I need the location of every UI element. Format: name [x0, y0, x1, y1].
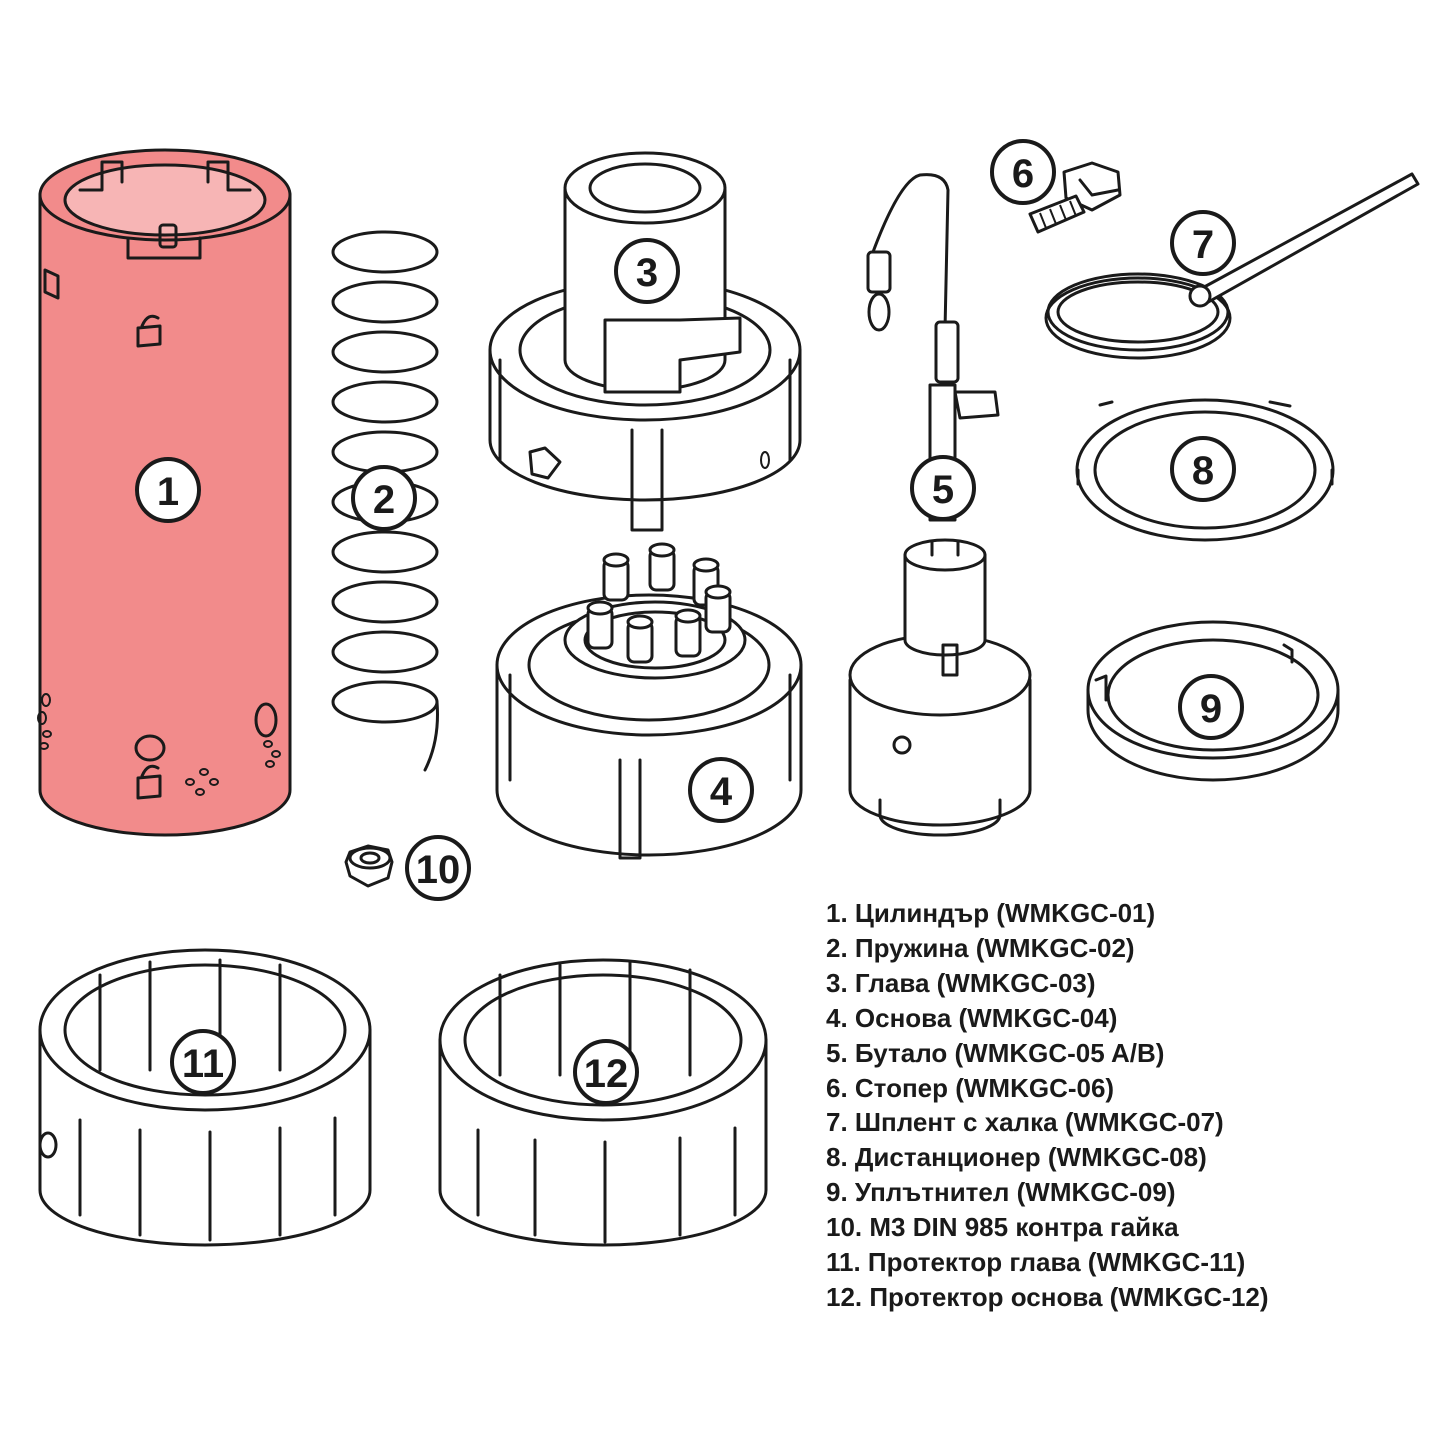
svg-text:1: 1: [157, 470, 179, 514]
parts-legend: 1. Цилиндър (WMKGC-01) 2. Пружина (WMKGC…: [826, 896, 1269, 1315]
svg-text:10: 10: [416, 848, 461, 892]
svg-text:9: 9: [1200, 687, 1222, 731]
badge-8: 8: [1170, 436, 1236, 502]
legend-item: 12. Протектор основа (WMKGC-12): [826, 1281, 1269, 1312]
badge-12: 12: [573, 1039, 639, 1105]
legend-item: 1. Цилиндър (WMKGC-01): [826, 898, 1156, 928]
svg-text:6: 6: [1012, 152, 1034, 196]
part-cotter-pin: [1044, 172, 1420, 360]
svg-text:5: 5: [932, 468, 954, 512]
badge-11: 11: [170, 1029, 236, 1095]
legend-item: 11. Протектор глава (WMKGC-11): [826, 1247, 1246, 1278]
legend-item: 9. Уплътнител (WMKGC-09): [826, 1177, 1176, 1208]
part-base: [495, 542, 803, 860]
badge-10: 10: [405, 835, 471, 901]
legend-item: 4. Основа (WMKGC-04): [826, 1002, 1118, 1033]
svg-text:8: 8: [1192, 449, 1214, 493]
legend-item: 7. Шплент с халка (WMKGC-07): [826, 1107, 1224, 1138]
part-stopper: [1028, 161, 1122, 234]
svg-text:7: 7: [1192, 223, 1214, 267]
badge-3: 3: [614, 238, 680, 304]
badge-1: 1: [135, 457, 201, 523]
part-base-protector: [438, 958, 768, 1247]
legend-item: 8. Дистанционер (WMKGC-08): [826, 1142, 1207, 1173]
badge-6: 6: [990, 139, 1056, 205]
part-head: [488, 151, 802, 532]
svg-text:11: 11: [182, 1042, 224, 1086]
badge-7: 7: [1170, 210, 1236, 276]
badge-5: 5: [910, 455, 976, 521]
svg-text:4: 4: [710, 770, 733, 814]
svg-text:3: 3: [636, 251, 658, 295]
svg-text:12: 12: [584, 1052, 629, 1096]
legend-item: 10. M3 DIN 985 контра гайка: [826, 1212, 1179, 1243]
legend-item: 5. Бутало (WMKGC-05 A/B): [826, 1037, 1165, 1068]
badge-2: 2: [351, 465, 417, 531]
part-lock-nut: [344, 844, 394, 888]
part-head-protector: [38, 948, 372, 1247]
legend-item: 3. Глава (WMKGC-03): [826, 967, 1096, 998]
part-spring: [331, 230, 439, 772]
legend-item: 6. Стопер (WMKGC-06): [826, 1072, 1115, 1103]
badge-4: 4: [688, 757, 754, 823]
badge-9: 9: [1178, 674, 1244, 740]
legend-item: 2. Пружина (WMKGC-02): [826, 932, 1135, 963]
svg-text:2: 2: [373, 478, 395, 522]
